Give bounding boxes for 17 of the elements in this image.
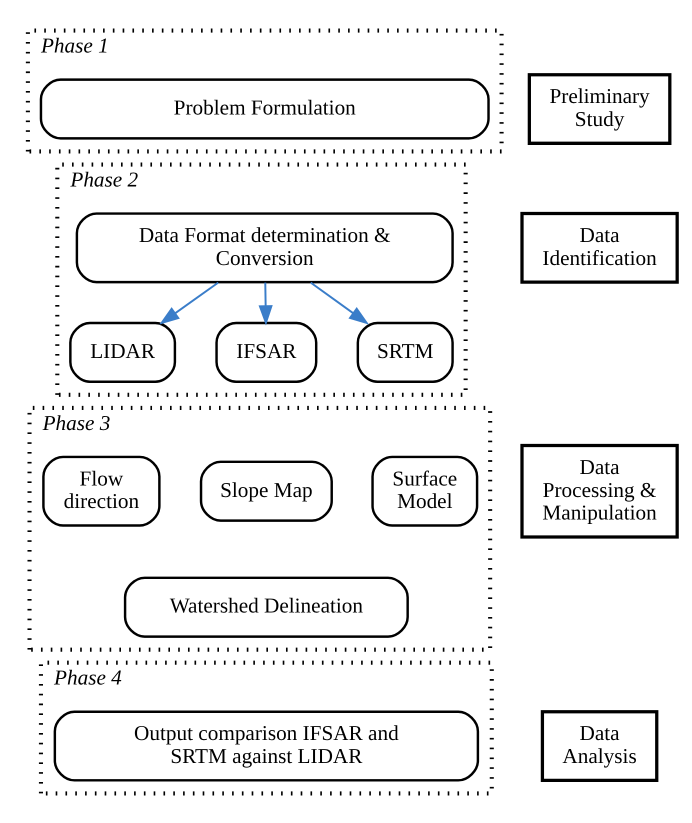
node-box: Surface Model (371, 455, 478, 526)
node-box: Watershed Delineation (124, 576, 409, 638)
node-box: Output comparison IFSAR and SRTM against LIDAR (54, 710, 480, 782)
node-box: Data Identification (520, 211, 679, 284)
node-box: IFSAR (215, 321, 318, 382)
node-box: SRTM (356, 321, 454, 382)
arrow (159, 281, 219, 324)
node-box: Preliminary Study (528, 72, 672, 144)
node-box: Slope Map (200, 460, 333, 522)
node-box: Flow direction (42, 455, 161, 526)
node-box: LIDAR (69, 321, 176, 382)
node-box: Data Processing & Manipulation (520, 443, 679, 538)
node-box: Data Analysis (540, 710, 658, 782)
arrow (258, 282, 273, 326)
node-box: Problem Formulation (40, 78, 490, 140)
node-box: Data Format determination & Conversion (76, 212, 454, 283)
arrow (310, 281, 370, 324)
